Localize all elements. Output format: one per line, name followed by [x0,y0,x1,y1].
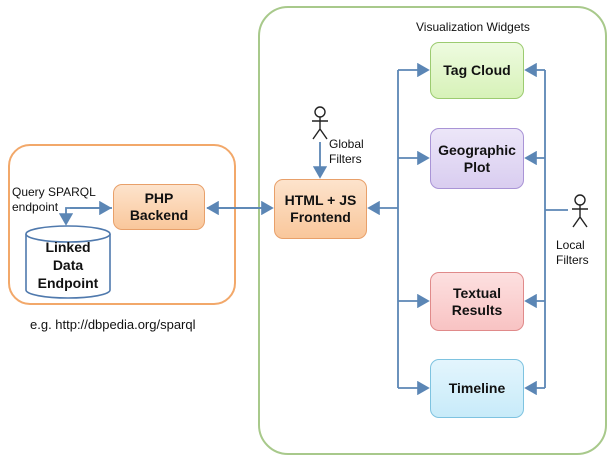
global-user-icon [312,106,328,140]
linked-data-endpoint-label: Linked Data Endpoint [37,239,99,291]
php-backend-node: PHP Backend [113,184,205,230]
visualization-widgets-title: Visualization Widgets [416,20,530,34]
frontend-node: HTML + JS Frontend [274,179,367,239]
geographic-plot-node: Geographic Plot [430,128,524,189]
query-sparql-label: Query SPARQL endpoint [12,185,96,214]
local-filters-label: Local Filters [556,238,589,267]
tag-cloud-node: Tag Cloud [430,42,524,99]
global-filters-label: Global Filters [329,137,364,166]
example-endpoint-label: e.g. http://dbpedia.org/sparql [30,317,196,332]
database-cylinder [25,225,111,299]
local-user-icon [572,194,588,228]
client-side-group [258,6,607,455]
textual-results-node: Textual Results [430,272,524,331]
server-side-group [8,144,236,305]
timeline-node: Timeline [430,359,524,418]
